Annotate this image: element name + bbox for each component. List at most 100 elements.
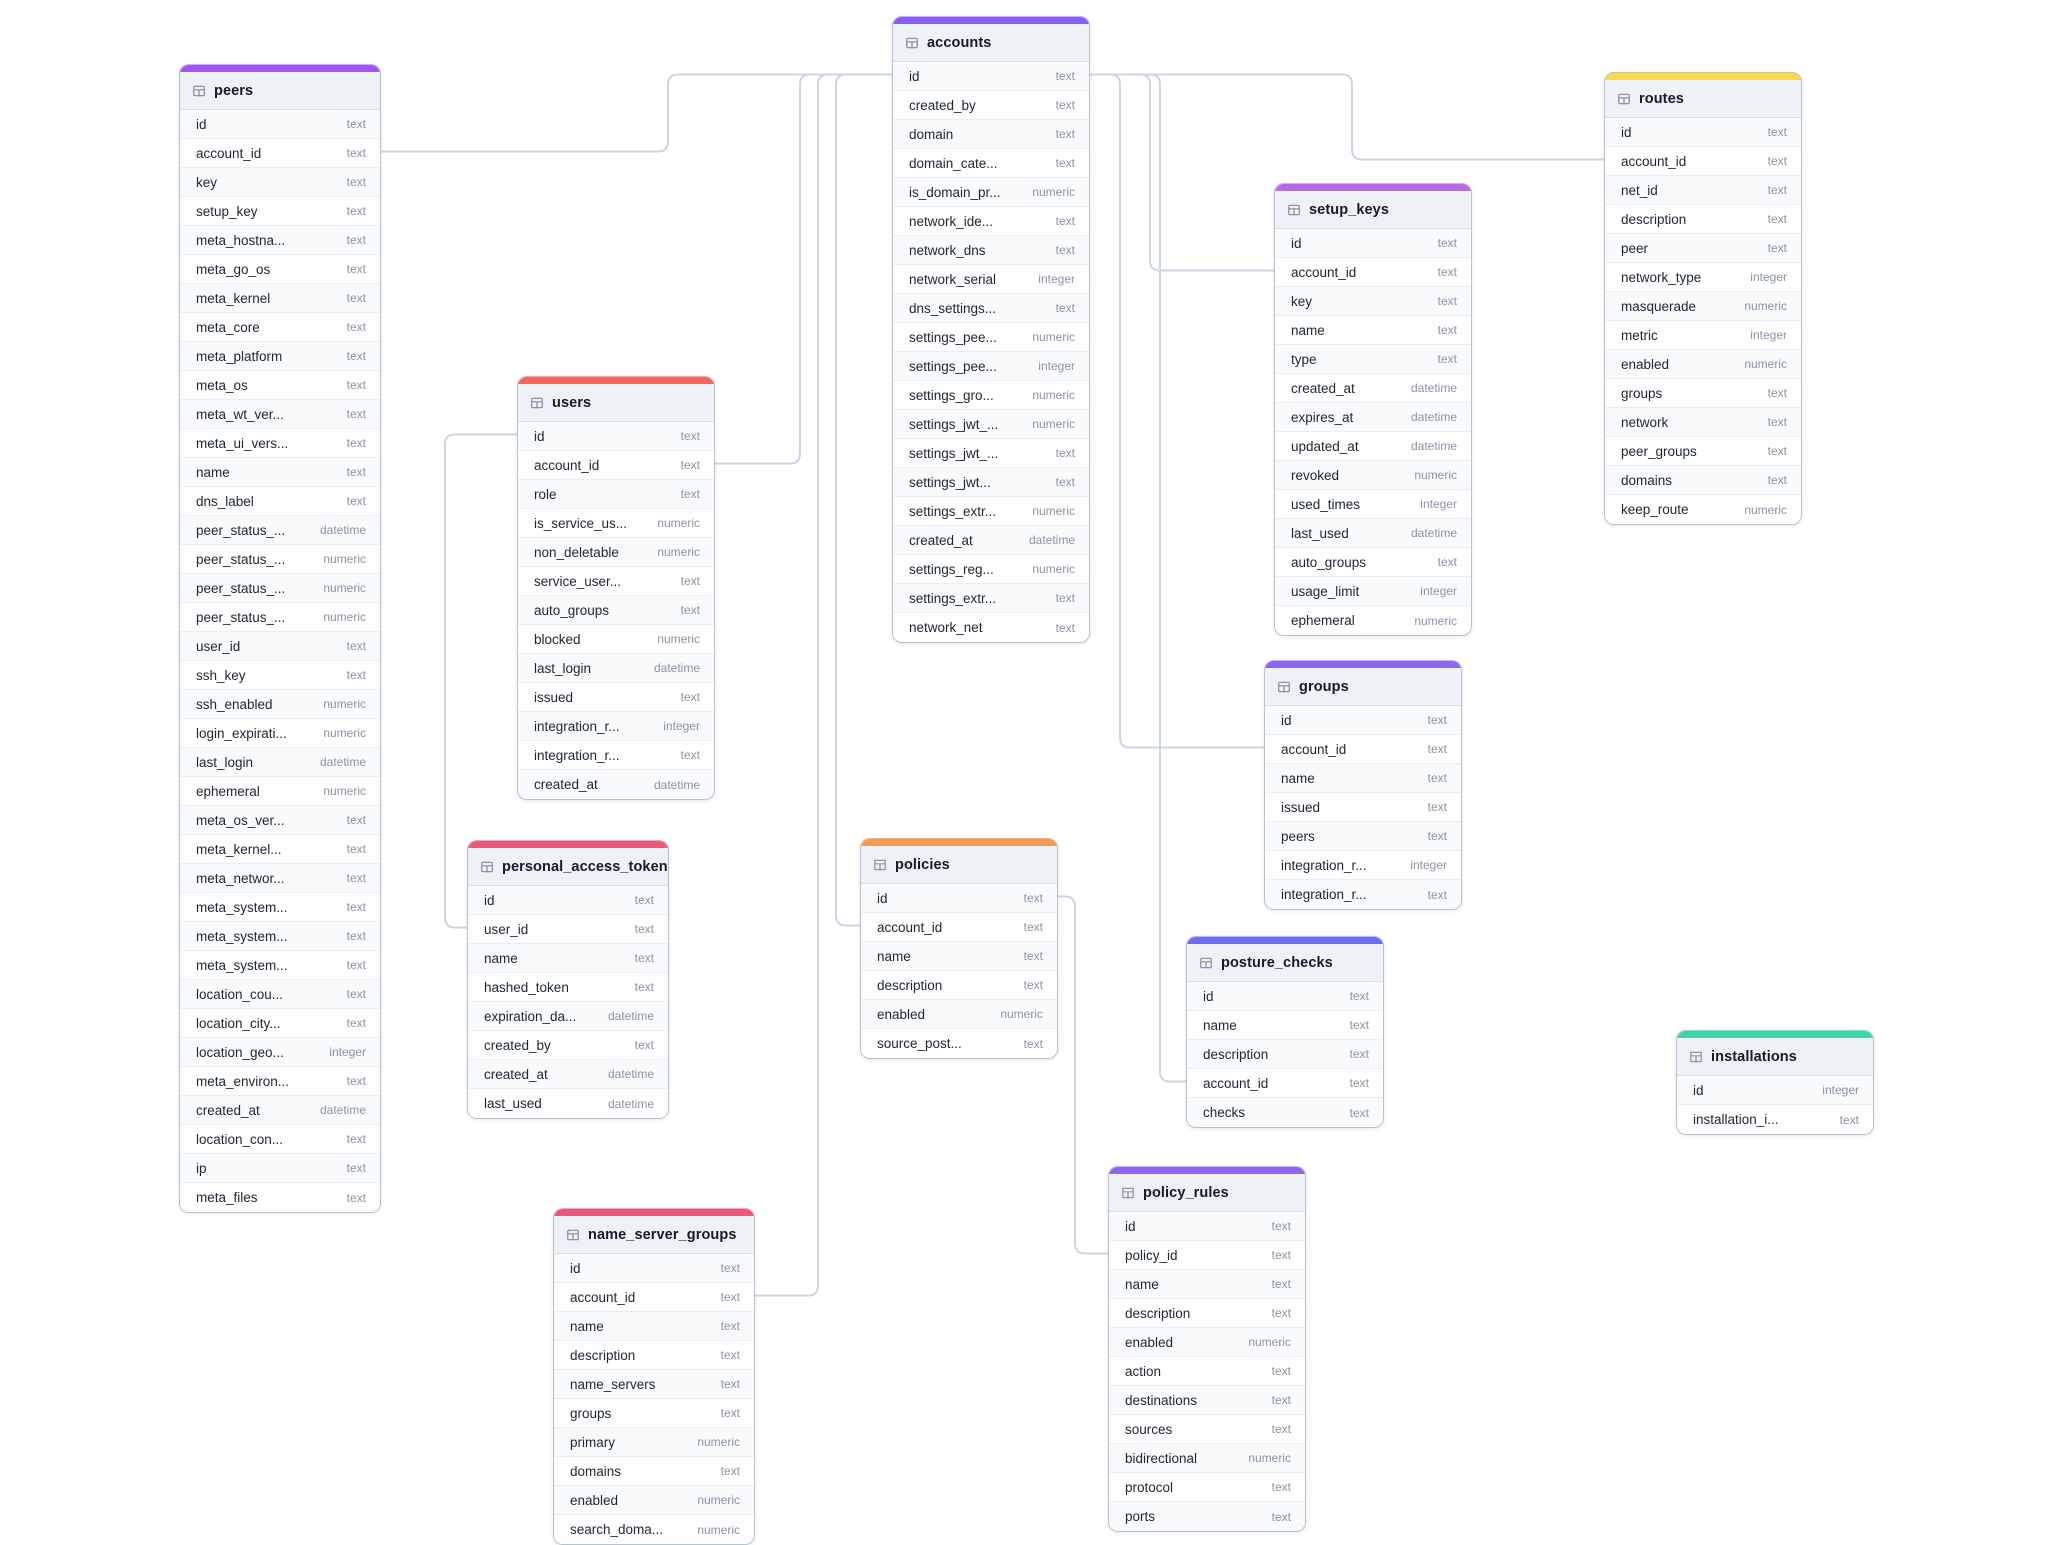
table-header[interactable]: personal_access_tokens	[468, 848, 668, 886]
field-row[interactable]: settings_reg...numeric	[893, 555, 1089, 584]
field-row[interactable]: settings_jwt...text	[893, 468, 1089, 497]
field-row[interactable]: meta_networ...text	[180, 864, 380, 893]
field-row[interactable]: integration_r...integer	[518, 712, 714, 741]
field-row[interactable]: meta_system...text	[180, 922, 380, 951]
field-row[interactable]: meta_ui_vers...text	[180, 429, 380, 458]
field-row[interactable]: is_service_us...numeric	[518, 509, 714, 538]
field-row[interactable]: meta_system...text	[180, 893, 380, 922]
field-row[interactable]: integration_r...text	[1265, 880, 1461, 909]
field-row[interactable]: integration_r...text	[518, 741, 714, 770]
table-header[interactable]: users	[518, 384, 714, 422]
relationship-accounts.id-to-routes.account_id[interactable]	[1088, 73, 1604, 161]
field-row[interactable]: settings_jwt_...numeric	[893, 410, 1089, 439]
table-header[interactable]: posture_checks	[1187, 944, 1383, 982]
table-header[interactable]: name_server_groups	[554, 1216, 754, 1254]
table-header[interactable]: setup_keys	[1275, 191, 1471, 229]
field-row[interactable]: installation_i...text	[1677, 1105, 1873, 1134]
field-row[interactable]: meta_hostna...text	[180, 226, 380, 255]
field-row[interactable]: service_user...text	[518, 567, 714, 596]
field-row[interactable]: source_post...text	[861, 1029, 1057, 1058]
field-row[interactable]: login_expirati...numeric	[180, 719, 380, 748]
table-header[interactable]: policy_rules	[1109, 1174, 1305, 1212]
table-header[interactable]: installations	[1677, 1038, 1873, 1076]
field-row[interactable]: network_ide...text	[893, 207, 1089, 236]
field-row[interactable]: integration_r...integer	[1265, 851, 1461, 880]
table-header[interactable]: routes	[1605, 80, 1801, 118]
relationship-accounts.id-to-name_server_groups.account_id[interactable]	[753, 73, 892, 1297]
field-row[interactable]: peer_status_...numeric	[180, 545, 380, 574]
field-row[interactable]: is_domain_pr...numeric	[893, 178, 1089, 207]
field-row[interactable]: peer_status_...numeric	[180, 603, 380, 632]
relationship-accounts.id-to-setup_keys.account_id[interactable]	[1088, 73, 1274, 272]
field-row[interactable]: search_doma...numeric	[554, 1515, 754, 1544]
field-row[interactable]: location_city...text	[180, 1009, 380, 1038]
field-row[interactable]: settings_pee...numeric	[893, 323, 1089, 352]
field-row[interactable]: peer_status_...datetime	[180, 516, 380, 545]
